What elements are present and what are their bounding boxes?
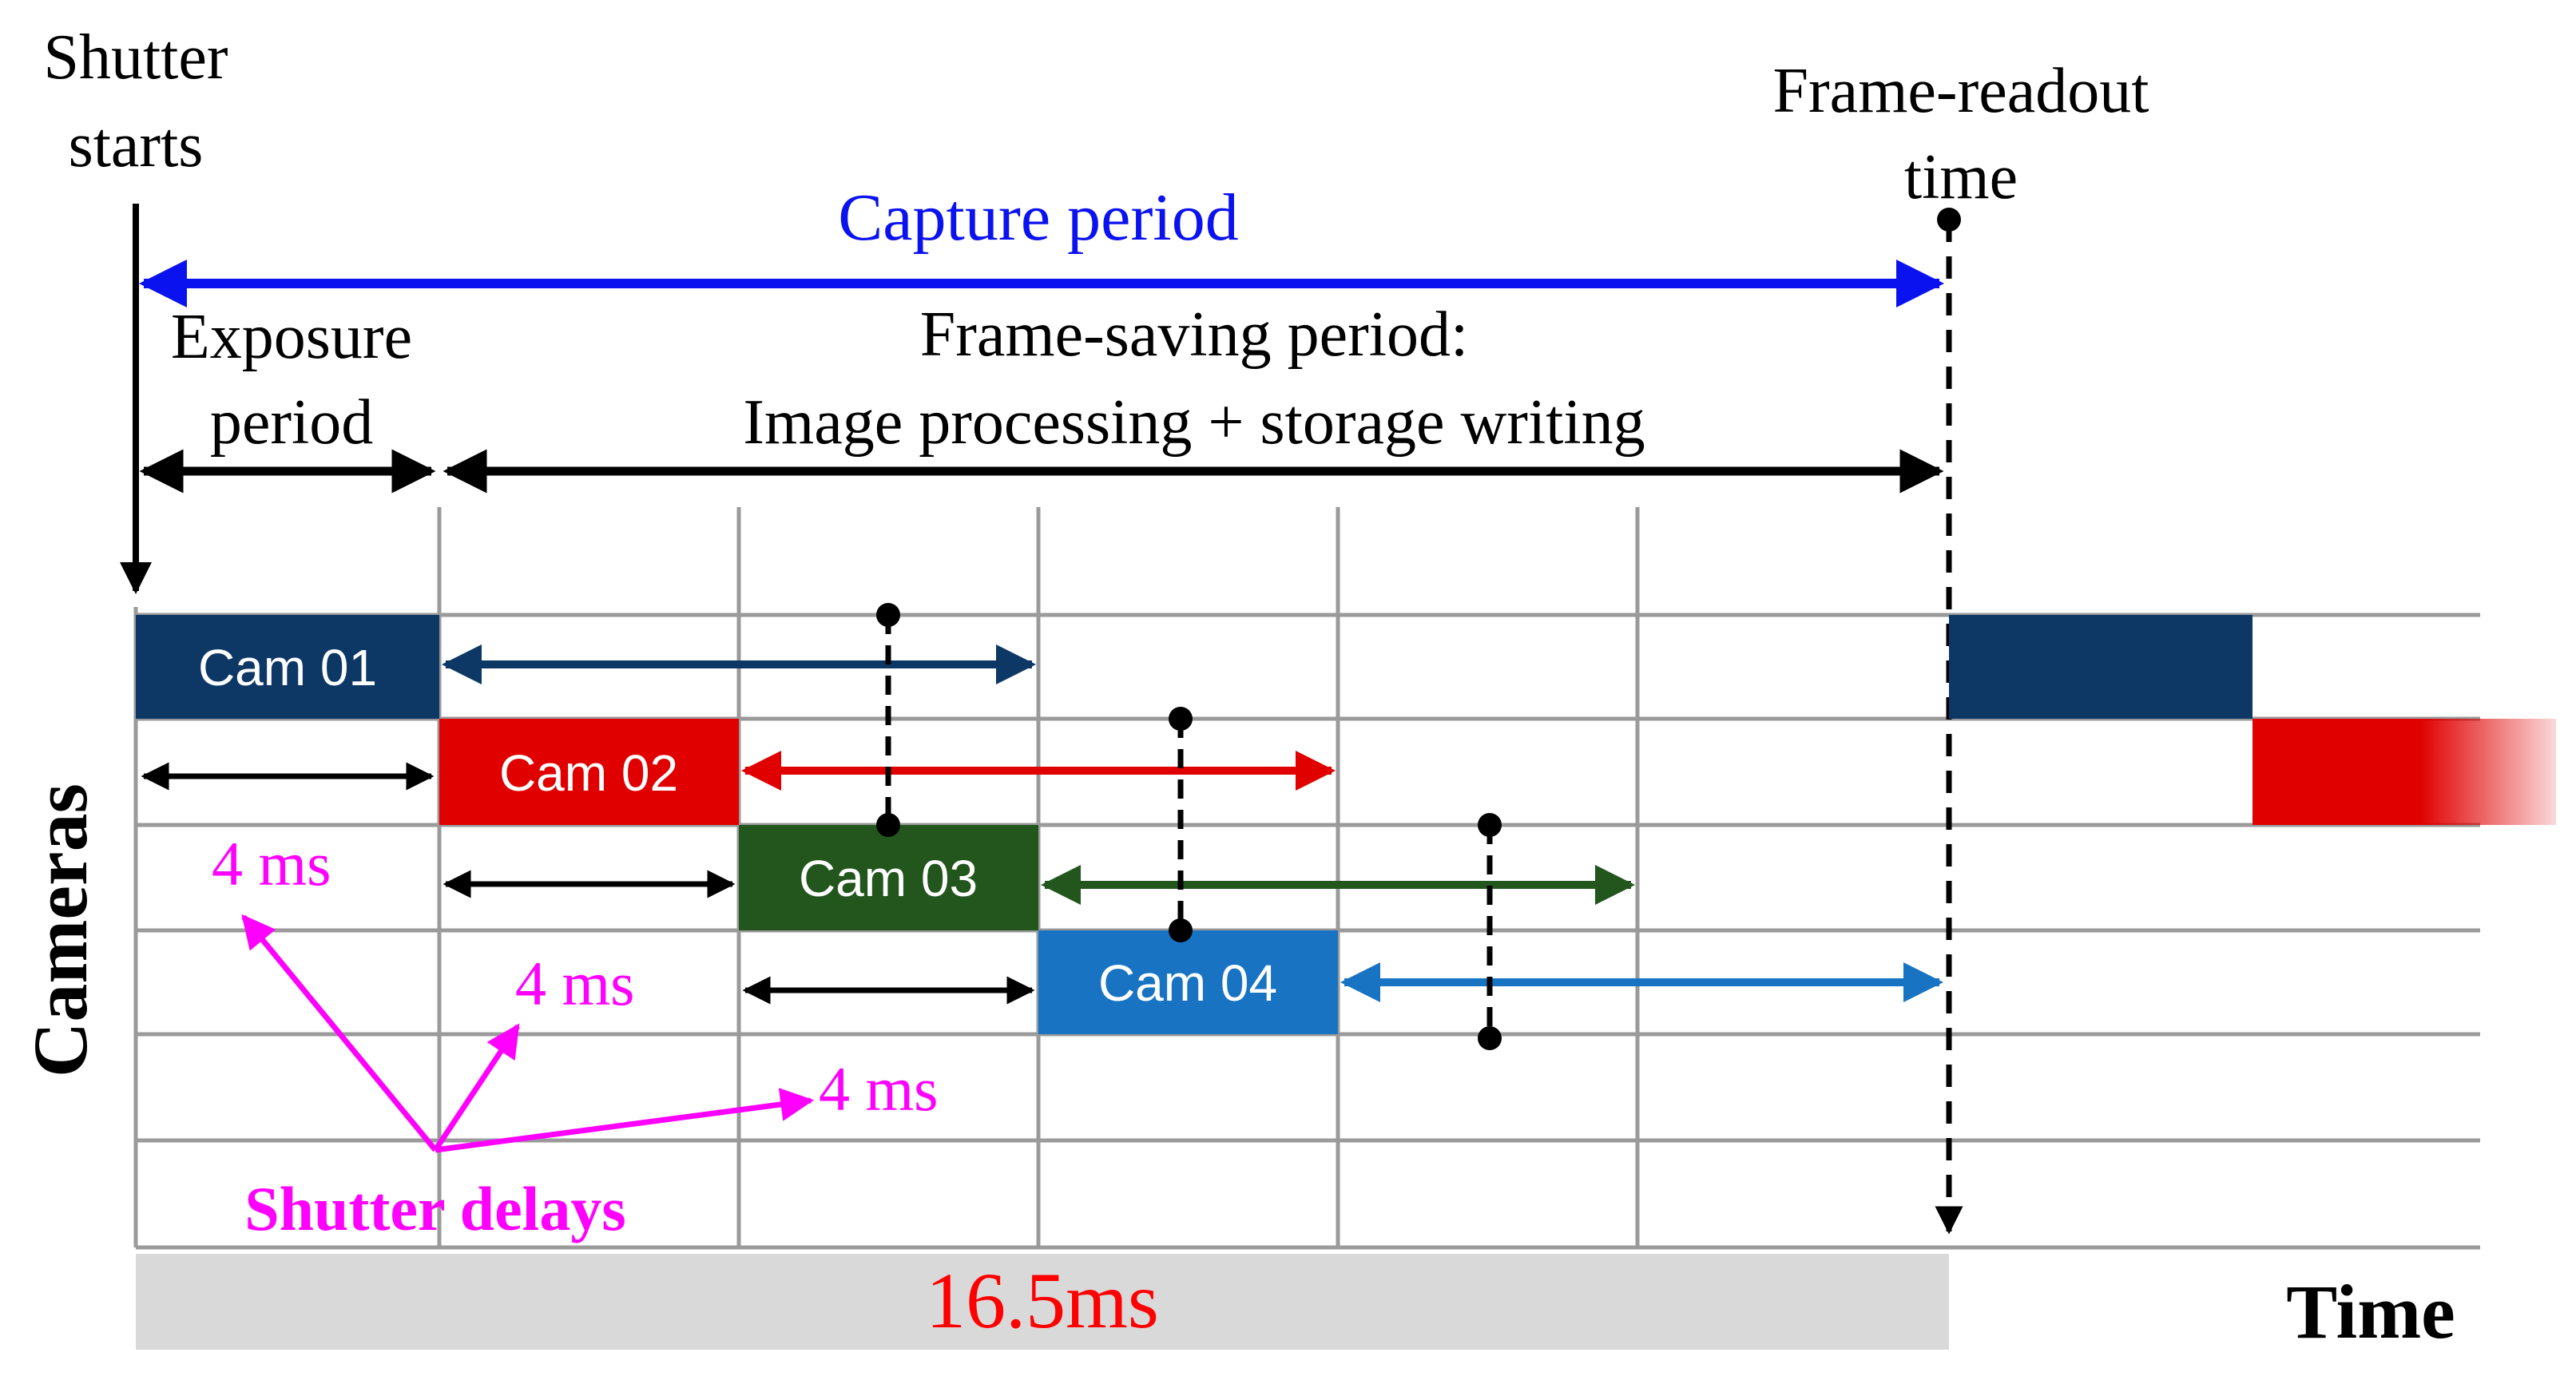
saving-label-line2: Image processing + storage writing	[743, 387, 1645, 458]
cam-03-bar	[739, 825, 1038, 930]
x-axis-label: Time	[2286, 1269, 2455, 1354]
overlap-marker-1	[876, 603, 900, 837]
readout-dot	[1937, 208, 1961, 232]
saving-label-line1: Frame-saving period:	[920, 299, 1468, 370]
shutter-label-line2: starts	[69, 110, 204, 180]
total-duration-label: 16.5ms	[926, 1256, 1159, 1345]
delay-value-3: 4 ms	[819, 1054, 939, 1124]
cam-02-bar	[439, 719, 739, 825]
cam-01-next-bar	[1949, 615, 2253, 719]
delay-value-2: 4 ms	[515, 949, 635, 1018]
y-axis-label: Cameras	[18, 783, 103, 1077]
readout-label-line2: time	[1904, 142, 2018, 212]
overlap-marker-2	[1169, 707, 1193, 942]
capture-period-label: Capture period	[838, 180, 1239, 255]
cam-02-label: Cam 02	[499, 744, 678, 802]
shutter-label-line1: Shutter	[43, 22, 228, 93]
exposure-label-line2: period	[210, 387, 373, 458]
cam-04-label: Cam 04	[1098, 954, 1277, 1012]
duration-bar	[136, 1254, 1949, 1350]
delay-value-1: 4 ms	[212, 829, 331, 898]
delay-pointer-lines	[241, 914, 815, 1153]
cam-01-bar	[136, 615, 439, 719]
cam-03-label: Cam 03	[799, 850, 978, 907]
cam-04-bar	[1038, 930, 1338, 1034]
overlap-marker-3	[1478, 813, 1502, 1050]
readout-label-line1: Frame-readout	[1773, 56, 2149, 126]
cam-02-next-bar	[2253, 719, 2556, 825]
cam-01-label: Cam 01	[198, 639, 377, 696]
shutter-delays-label: Shutter delays	[244, 1174, 625, 1243]
exposure-label-line1: Exposure	[171, 302, 412, 372]
